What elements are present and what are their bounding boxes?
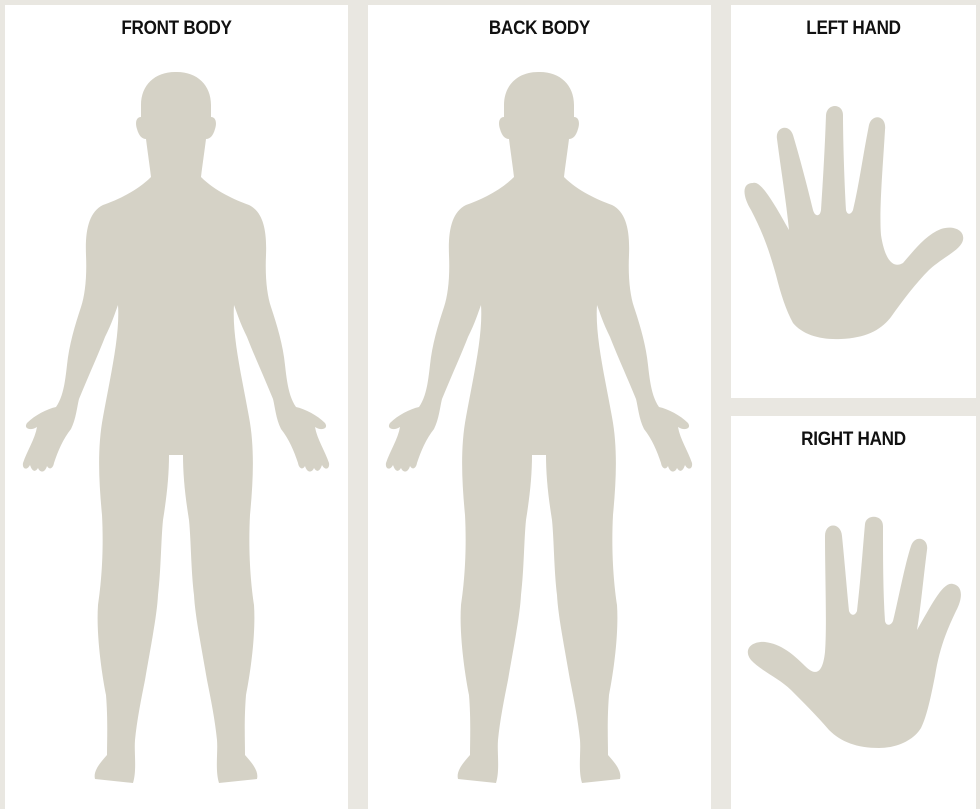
left-hand-silhouette[interactable] [731, 5, 976, 398]
back-body-panel: BACK BODY [368, 5, 711, 809]
left-hand-panel: LEFT HAND [731, 5, 976, 398]
front-body-silhouette[interactable] [5, 5, 348, 809]
front-body-panel: FRONT BODY [5, 5, 348, 809]
right-hand-silhouette[interactable] [731, 416, 976, 809]
back-body-silhouette[interactable] [368, 5, 711, 809]
right-hand-panel: RIGHT HAND [731, 416, 976, 809]
